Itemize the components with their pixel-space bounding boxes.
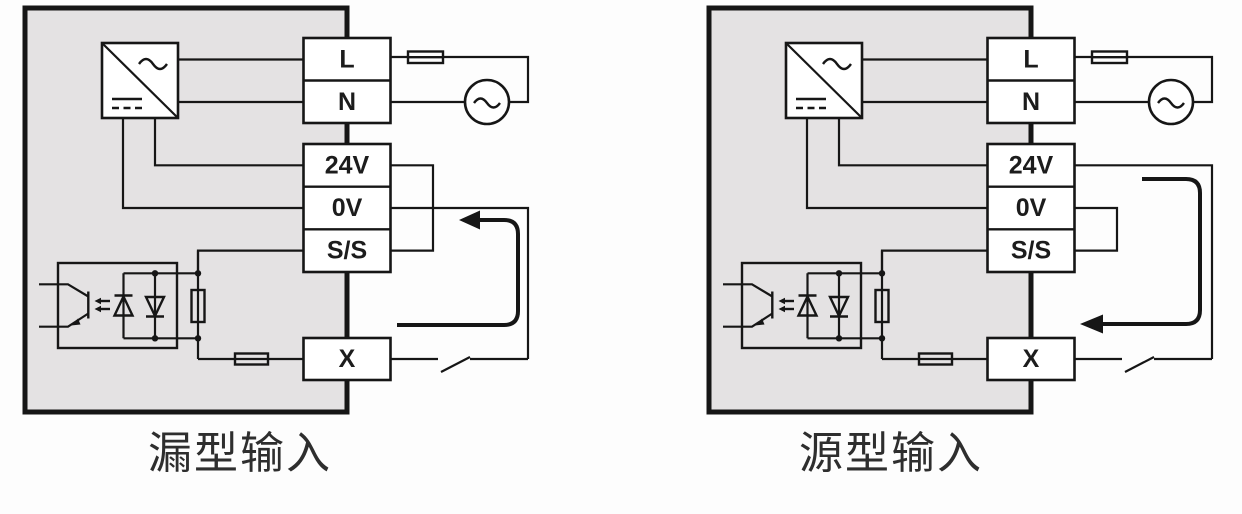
current-flow-arrow-icon [397, 210, 520, 327]
diagram-caption-source: 源型输入 [799, 428, 983, 479]
terminal-label-24v: 24V [325, 151, 370, 179]
terminal-label-ss: S/S [1011, 237, 1051, 265]
diagram-caption-sink: 漏型输入 [148, 428, 332, 479]
terminal-label-l: L [339, 46, 354, 74]
flow-arrow-shaft [1101, 177, 1202, 326]
terminal-label-0v: 0V [332, 194, 363, 222]
terminal-label-l: L [1023, 46, 1038, 74]
sink-input-diagram: L N 24V 0V S/S X 漏型输入 [25, 8, 528, 479]
wire-0v-to-ss-link [1074, 206, 1119, 252]
terminal-label-n: N [338, 88, 356, 116]
plc-module [709, 8, 1212, 412]
terminal-label-x: X [339, 345, 356, 373]
flow-arrowhead [459, 210, 480, 230]
terminal-label-n: N [1022, 88, 1040, 116]
terminal-label-x: X [1023, 345, 1040, 373]
wire-24v-to-switch-loop [1074, 164, 1214, 359]
terminal-label-ss: S/S [327, 237, 367, 265]
terminal-label-0v: 0V [1016, 194, 1047, 222]
terminal-label-24v: 24V [1009, 151, 1054, 179]
flow-arrowhead [1080, 314, 1103, 334]
flow-arrow-shaft [397, 218, 520, 327]
source-input-diagram: L N 24V 0V S/S X 源型输入 [709, 8, 1212, 479]
current-flow-arrow-icon [1080, 177, 1202, 334]
wire-0v-to-switch-loop [390, 206, 530, 359]
plc-module [25, 8, 528, 412]
